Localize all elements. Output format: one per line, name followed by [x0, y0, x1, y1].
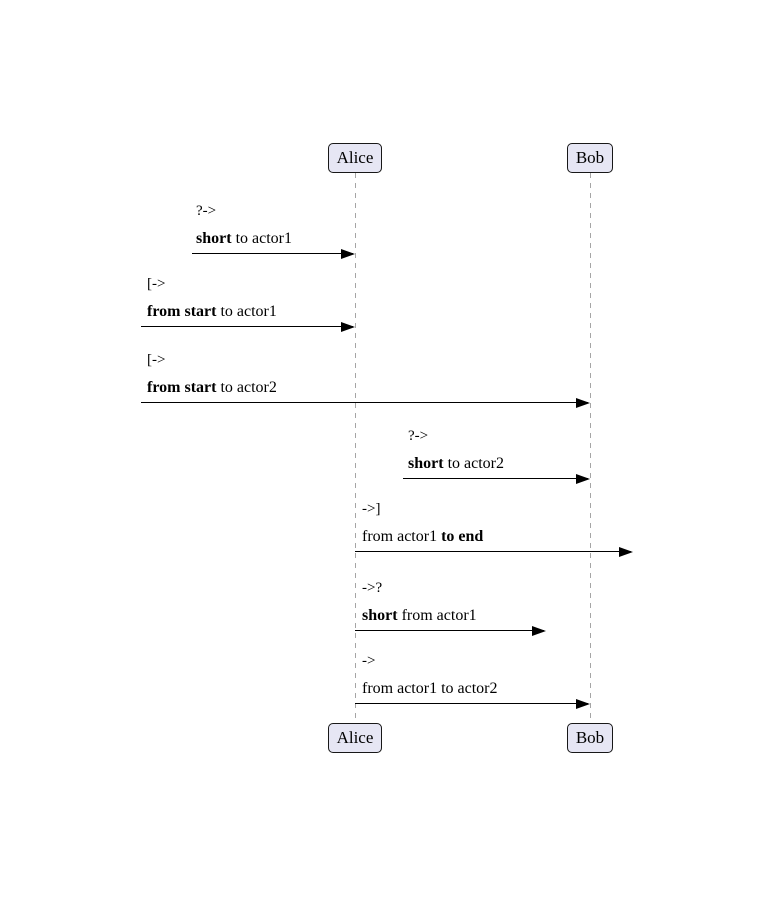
message-label-part: from actor1 to actor2: [362, 680, 498, 697]
actor-box-bob-top: Bob: [567, 143, 613, 173]
message-label-part: short: [362, 607, 398, 624]
message-label-part: to end: [441, 528, 484, 545]
message-label-part: to actor2: [443, 455, 504, 472]
arrowhead-icon: [576, 474, 590, 484]
arrowhead-icon: [619, 547, 633, 557]
actor-label-alice: Alice: [336, 728, 374, 747]
message-operator: ?->: [408, 428, 429, 444]
actor-box-alice-top: Alice: [328, 143, 382, 173]
actor-label-bob: Bob: [575, 148, 605, 167]
message-operator: ->]: [362, 501, 381, 517]
arrowhead-icon: [576, 398, 590, 408]
message-label: short from actor1: [362, 606, 477, 625]
arrowhead-icon: [576, 699, 590, 709]
message-arrow-line: [192, 253, 353, 255]
lifeline-alice: [355, 173, 356, 723]
message-label-part: to actor2: [216, 379, 277, 396]
lifeline-bob: [590, 173, 591, 723]
message-arrow-line: [403, 478, 588, 480]
message-label-part: from actor1: [362, 528, 442, 545]
message-label-part: short: [196, 230, 232, 247]
message-arrow-line: [141, 326, 353, 328]
actor-label-alice: Alice: [336, 148, 374, 167]
message-arrow-line: [355, 703, 588, 705]
message-arrow-line: [141, 402, 588, 404]
message-operator: ?->: [196, 203, 217, 219]
message-operator: ->?: [362, 580, 383, 596]
message-label: from actor1 to end: [362, 527, 483, 546]
message-label-part: from start: [147, 303, 217, 320]
message-label: from start to actor1: [147, 302, 277, 321]
actor-box-alice-bottom: Alice: [328, 723, 382, 753]
message-label-part: from start: [147, 379, 217, 396]
message-operator: [->: [147, 276, 166, 292]
message-label: short to actor1: [196, 229, 292, 248]
actor-box-bob-bottom: Bob: [567, 723, 613, 753]
arrowhead-icon: [341, 322, 355, 332]
message-arrow-line: [355, 551, 631, 553]
message-label: from actor1 to actor2: [362, 679, 498, 698]
message-label-part: from actor1: [397, 607, 477, 624]
message-operator: [->: [147, 352, 166, 368]
arrowhead-icon: [532, 626, 546, 636]
message-label-part: short: [408, 455, 444, 472]
message-label-part: to actor1: [231, 230, 292, 247]
arrowhead-icon: [341, 249, 355, 259]
message-label: from start to actor2: [147, 378, 277, 397]
message-arrow-line: [355, 630, 544, 632]
message-operator: ->: [362, 653, 376, 669]
message-label: short to actor2: [408, 454, 504, 473]
message-label-part: to actor1: [216, 303, 277, 320]
actor-label-bob: Bob: [575, 728, 605, 747]
